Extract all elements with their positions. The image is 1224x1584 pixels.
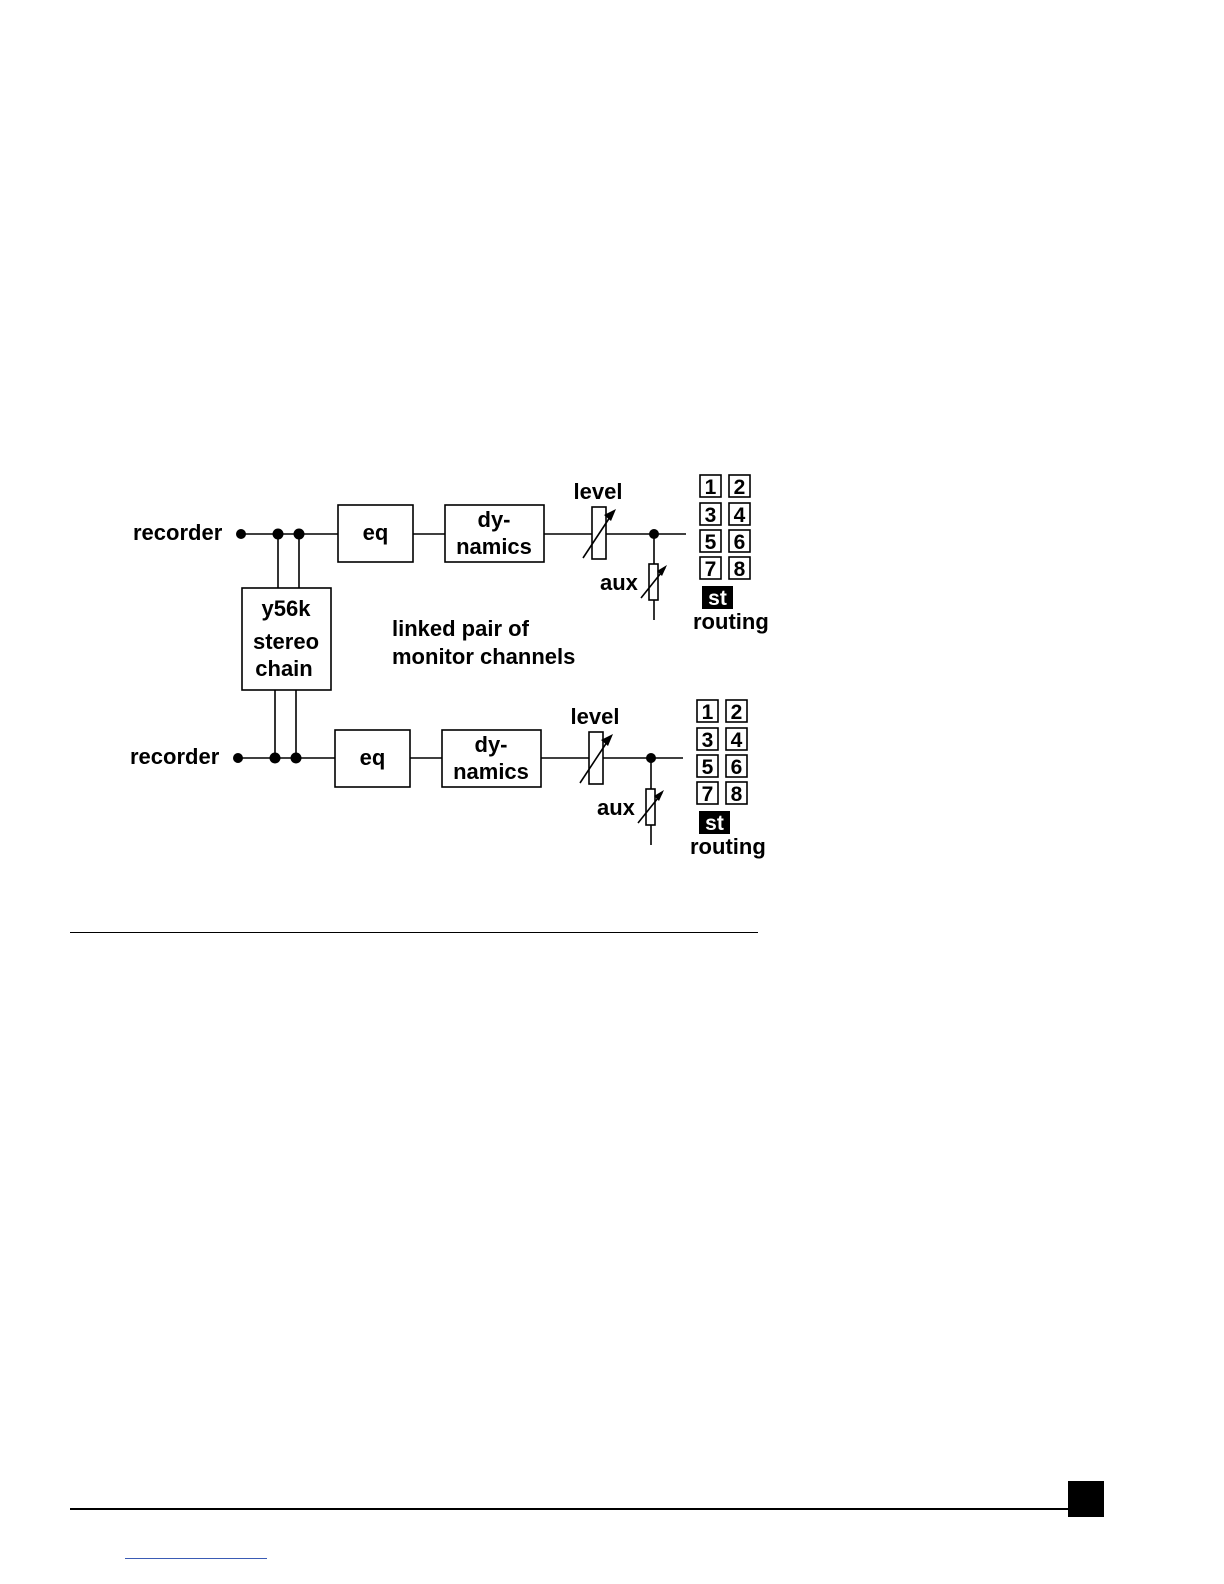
page-corner-marker <box>1068 1481 1104 1517</box>
top-aux-pot-icon <box>641 564 667 600</box>
top-level-label: level <box>574 479 623 504</box>
bottom-route-5-label: 5 <box>702 756 714 779</box>
top-route-3-label: 3 <box>705 504 717 527</box>
top-route-6-label: 6 <box>734 531 746 554</box>
top-route-7-label: 7 <box>705 558 717 581</box>
bottom-route-8-label: 8 <box>731 783 743 806</box>
section-divider <box>70 932 758 933</box>
stereo-chain-label-1: y56k <box>262 596 312 621</box>
bottom-recorder-label: recorder <box>130 744 220 769</box>
top-route-stereo-label: st <box>708 587 727 610</box>
bottom-link-node-a <box>270 753 281 764</box>
top-aux-label: aux <box>600 570 639 595</box>
bottom-route-4-label: 4 <box>731 729 743 752</box>
footer-rule <box>70 1508 1070 1510</box>
bottom-route-7-label: 7 <box>702 783 714 806</box>
bottom-dynamics-label-2: namics <box>453 759 529 784</box>
bottom-link-underline <box>125 1558 267 1559</box>
top-recorder-label: recorder <box>133 520 223 545</box>
bottom-routing-buttons: 1 2 3 4 5 6 7 8 st <box>697 700 747 835</box>
bottom-route-3-label: 3 <box>702 729 714 752</box>
bottom-route-1-label: 1 <box>702 701 714 724</box>
stereo-chain-label-2: stereo <box>253 629 319 654</box>
bottom-aux-label: aux <box>597 795 636 820</box>
top-level-fader-icon <box>583 507 616 559</box>
stereo-link: y56k stereo chain <box>242 534 331 758</box>
top-route-1-label: 1 <box>705 476 717 499</box>
top-route-2-label: 2 <box>734 476 746 499</box>
top-route-4-label: 4 <box>734 504 746 527</box>
stereo-chain-label-3: chain <box>255 656 312 681</box>
top-dynamics-label-1: dy- <box>478 507 511 532</box>
bottom-routing-label: routing <box>690 834 766 859</box>
top-channel: recorder eq dy- namics level aux 1 <box>133 475 769 634</box>
top-routing-label: routing <box>693 609 769 634</box>
bottom-input-node <box>233 753 243 763</box>
bottom-dynamics-label-1: dy- <box>475 732 508 757</box>
bottom-route-6-label: 6 <box>731 756 743 779</box>
bottom-aux-pot-icon <box>638 789 664 825</box>
top-eq-label: eq <box>363 520 389 545</box>
bottom-route-2-label: 2 <box>731 701 743 724</box>
bottom-link-node-b <box>291 753 302 764</box>
bottom-eq-label: eq <box>360 745 386 770</box>
top-route-5-label: 5 <box>705 531 717 554</box>
top-input-node <box>236 529 246 539</box>
bottom-level-label: level <box>571 704 620 729</box>
caption-line-2: monitor channels <box>392 644 575 669</box>
caption-line-1: linked pair of <box>392 616 530 641</box>
bottom-channel: recorder eq dy- namics level aux 1 <box>130 700 766 859</box>
top-routing-buttons: 1 2 3 4 5 6 7 8 st <box>700 475 750 610</box>
top-dynamics-label-2: namics <box>456 534 532 559</box>
top-route-8-label: 8 <box>734 558 746 581</box>
bottom-route-stereo-label: st <box>705 812 724 835</box>
